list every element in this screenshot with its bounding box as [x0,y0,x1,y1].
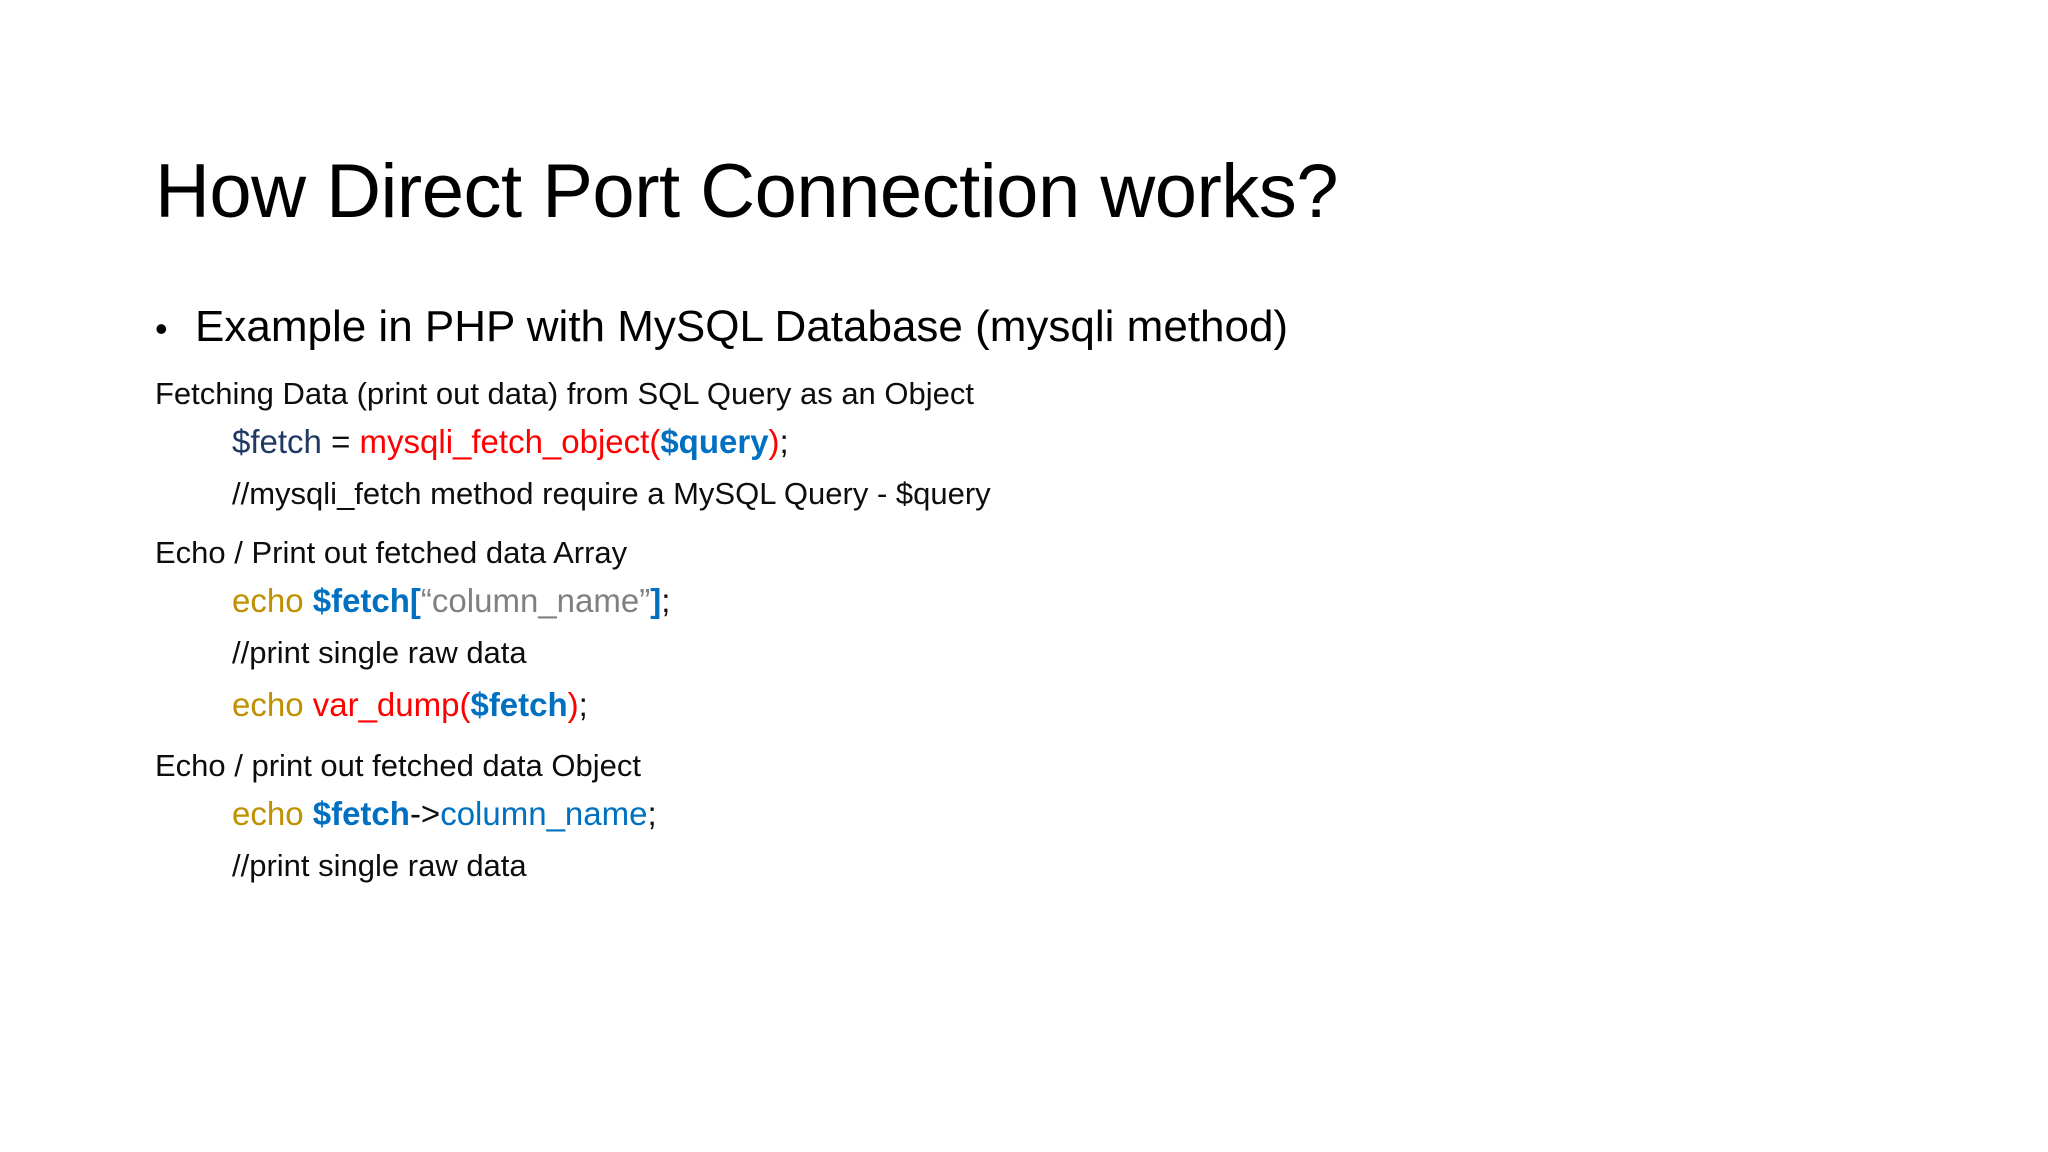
code-token: ] [650,582,662,620]
code-token: mysqli_fetch_object( [359,422,661,460]
code-token: echo [232,582,313,620]
code-token: //print single raw data [232,847,527,883]
code-token: //print single raw data [232,635,527,671]
code-token: ; [779,422,789,460]
code-comment-line: //print single raw data [232,841,1955,891]
code-sections: Fetching Data (print out data) from SQL … [155,374,1955,891]
code-token: $fetch [470,685,568,723]
code-token: -> [409,794,441,832]
code-token: ; [578,685,588,723]
section-heading: Echo / print out fetched data Object [155,747,641,783]
code-line: echo $fetch[“column_name”]; [232,575,1955,628]
code-comment-line: //mysqli_fetch method require a MySQL Qu… [232,469,1955,519]
code-token: $query [660,422,769,460]
bullet-item: • Example in PHP with MySQL Database (my… [155,300,1955,354]
code-token: echo [232,794,313,832]
code-token: $fetch[ [312,582,421,620]
code-token: ) [768,422,780,460]
page-title: How Direct Port Connection works? [155,148,1339,234]
code-token: echo [232,685,313,723]
code-token: column_name [440,794,648,832]
code-token: ; [647,794,657,832]
code-token: var_dump( [312,685,471,723]
code-line: echo var_dump($fetch); [232,679,1955,732]
code-token: $fetch [232,422,322,460]
bullet-marker-icon: • [155,308,168,349]
code-token: //mysqli_fetch method require a MySQL Qu… [232,475,991,511]
bullet-item-label: Example in PHP with MySQL Database (mysq… [195,302,1289,351]
code-token: ; [661,582,671,620]
code-comment-line: //print single raw data [232,628,1955,678]
code-line: $fetch = mysqli_fetch_object($query); [232,416,1955,469]
code-token: ) [567,685,579,723]
section-heading: Echo / Print out fetched data Array [155,535,628,571]
code-token: “column_name” [420,582,651,620]
code-token: $fetch [312,794,410,832]
code-line: echo $fetch->column_name; [232,788,1955,841]
section-heading: Fetching Data (print out data) from SQL … [155,375,975,411]
code-token: = [321,422,360,460]
slide-body: • Example in PHP with MySQL Database (my… [155,300,1955,891]
